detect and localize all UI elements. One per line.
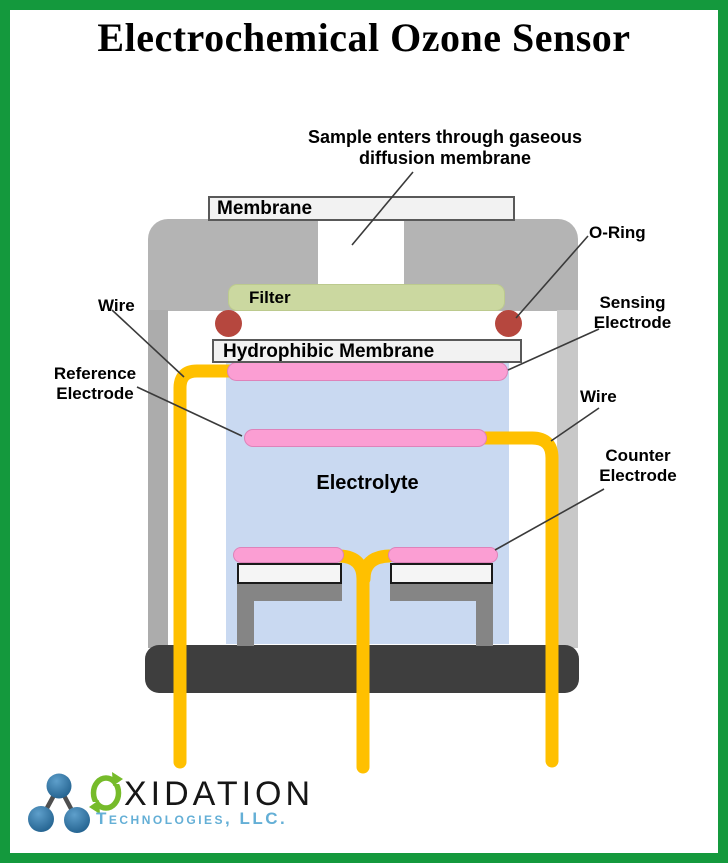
- sensor-wall-left: [148, 310, 168, 648]
- filter-bar: Filter: [228, 284, 505, 311]
- hydrophobic-membrane-label: Hydrophibic Membrane: [223, 341, 435, 362]
- logo-subtitle-text: Technologies, LLC.: [96, 809, 288, 828]
- o-ring-label: O-Ring: [589, 223, 646, 242]
- reference-electrode-label: Reference Electrode: [53, 364, 137, 403]
- support-box-right: [390, 563, 493, 584]
- sensor-gas-opening: [318, 219, 404, 286]
- sensor-wall-right: [557, 310, 578, 648]
- sensing-electrode-label: Sensing Electrode: [593, 293, 672, 332]
- membrane-label: Membrane: [217, 198, 313, 219]
- wire-left-label: Wire: [98, 296, 135, 315]
- leader-counter: [494, 488, 605, 551]
- wire-right-label: Wire: [580, 387, 617, 406]
- counter-electrode-label: Counter Electrode: [599, 446, 677, 485]
- counter-electrode-left-bar: [233, 547, 344, 563]
- support-box-left: [237, 563, 342, 584]
- hydrophobic-membrane-box: Hydrophibic Membrane: [212, 339, 522, 363]
- o-ring-left: [215, 310, 242, 337]
- filter-label: Filter: [249, 288, 291, 307]
- recycle-o-icon: [88, 772, 124, 814]
- support-stand-right: [390, 584, 493, 601]
- support-stand-left: [237, 584, 342, 601]
- sensing-electrode-bar: [227, 362, 508, 381]
- logo-brand-text: XIDATION: [124, 775, 315, 813]
- sample-note-label: Sample enters through gaseous diffusion …: [307, 127, 583, 168]
- o-ring-right: [495, 310, 522, 337]
- support-leg-right: [476, 601, 493, 646]
- membrane-label-box: Membrane: [208, 196, 515, 221]
- page-title: Electrochemical Ozone Sensor: [97, 15, 631, 60]
- counter-electrode-right-bar: [388, 547, 498, 563]
- support-leg-left: [237, 601, 254, 646]
- reference-electrode-bar: [244, 429, 487, 447]
- ozone-molecule-icon: [28, 773, 90, 833]
- electrolyte-region: [226, 363, 509, 644]
- electrolyte-label: Electrolyte: [316, 472, 419, 494]
- sensor-base: [145, 645, 579, 693]
